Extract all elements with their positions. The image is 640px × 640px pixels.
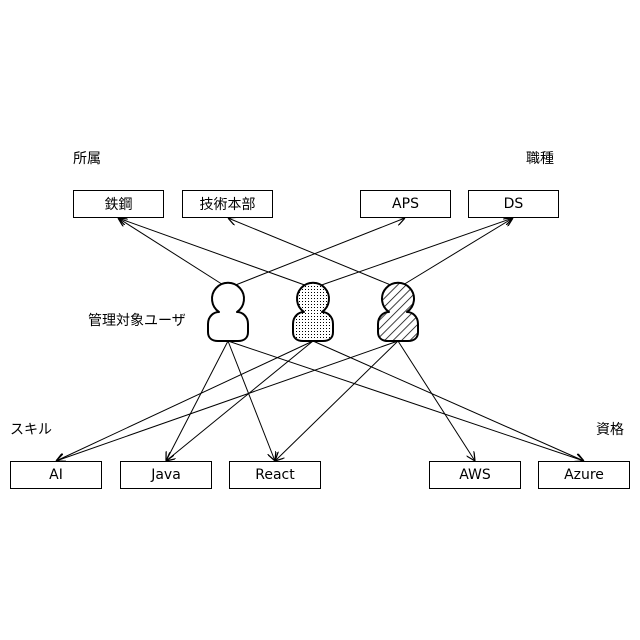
group-label-skills: スキル <box>10 422 52 438</box>
group-label-affiliation: 所属 <box>73 151 101 167</box>
arrow-user3-to-ai <box>56 341 398 461</box>
arrow-user1-to-java <box>166 341 228 461</box>
arrow-user1-to-tekko <box>118 218 228 288</box>
node-qual-aws: AWS <box>429 461 521 489</box>
arrow-user1-to-azure <box>228 341 584 461</box>
node-qual-azure: Azure <box>538 461 630 489</box>
arrow-user2-to-java <box>166 341 313 461</box>
arrow-user3-to-ds <box>398 218 513 288</box>
node-skill-ai: AI <box>10 461 102 489</box>
managed-user-icons <box>208 283 418 341</box>
group-label-qualifications: 資格 <box>596 422 624 438</box>
node-skill-react: React <box>229 461 321 489</box>
arrow-user2-to-ai <box>56 341 313 461</box>
arrow-user2-to-ds <box>313 218 513 288</box>
group-label-managed-users: 管理対象ユーザ <box>88 313 186 329</box>
arrow-user3-to-aws <box>398 341 475 461</box>
node-job-aps: APS <box>360 190 451 218</box>
arrow-user3-to-react <box>275 341 398 461</box>
group-label-job-type: 職種 <box>526 151 554 167</box>
arrow-user2-to-azure <box>313 341 584 461</box>
user-icon-hatched <box>378 283 418 341</box>
node-job-ds: DS <box>468 190 559 218</box>
arrow-user2-to-tekko <box>118 218 313 288</box>
node-affiliation-tekko: 鉄鋼 <box>73 190 164 218</box>
arrow-user1-to-react <box>228 341 275 461</box>
user-icon-dotted <box>293 283 333 341</box>
node-affiliation-gijutsu: 技術本部 <box>182 190 273 218</box>
node-skill-java: Java <box>120 461 212 489</box>
user-icon-plain <box>208 283 248 341</box>
